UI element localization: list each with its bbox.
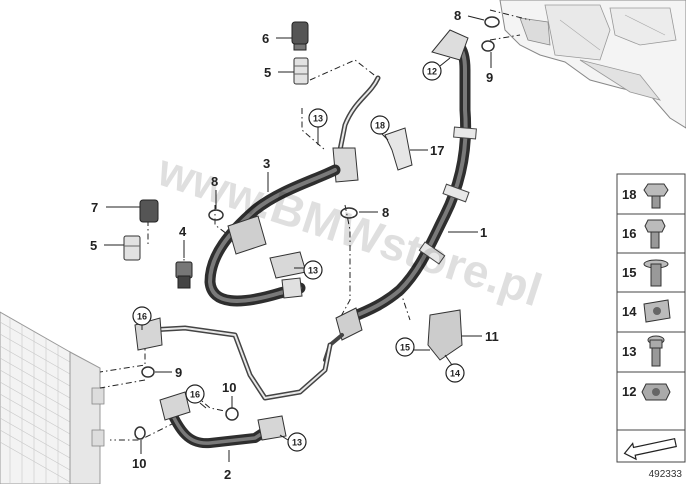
circled-13-mid[interactable]: 13 xyxy=(294,260,323,280)
circled-12[interactable]: 12 xyxy=(422,57,451,81)
callout-9-top[interactable]: 9 xyxy=(486,70,493,85)
svg-text:13: 13 xyxy=(292,438,302,448)
panel-row-12[interactable]: 12 xyxy=(622,383,671,401)
svg-text:14: 14 xyxy=(622,304,637,319)
callout-10-bottom[interactable]: 10 xyxy=(132,456,146,471)
part-6-cap-top xyxy=(291,21,309,51)
callout-4[interactable]: 4 xyxy=(179,224,187,239)
svg-text:16: 16 xyxy=(622,226,636,241)
callout-11[interactable]: 11 xyxy=(485,329,499,344)
panel-row-13[interactable]: 13 xyxy=(622,335,665,367)
panel-row-16[interactable]: 16 xyxy=(622,219,666,249)
svg-text:13: 13 xyxy=(313,114,323,124)
svg-text:18: 18 xyxy=(375,121,385,131)
hvac-housing xyxy=(499,0,686,129)
panel-row-18[interactable]: 18 xyxy=(622,183,669,209)
part-3-hose xyxy=(204,75,381,307)
callout-7[interactable]: 7 xyxy=(91,200,98,215)
o-rings xyxy=(134,16,500,440)
svg-text:15: 15 xyxy=(400,343,410,353)
part-7-cap-left xyxy=(139,199,159,223)
fastener-panel: 18 16 15 14 13 12 xyxy=(616,173,686,463)
callout-10-mid[interactable]: 10 xyxy=(222,380,236,395)
callout-1[interactable]: 1 xyxy=(480,225,487,240)
arrow-icon xyxy=(623,437,677,461)
circled-references: 12 13 13 13 14 15 16 xyxy=(132,57,465,452)
callout-17[interactable]: 17 xyxy=(430,143,444,158)
part-11-bracket xyxy=(427,309,463,361)
callout-2[interactable]: 2 xyxy=(224,467,231,482)
svg-text:16: 16 xyxy=(190,390,200,400)
svg-text:15: 15 xyxy=(622,265,636,280)
callout-5-top[interactable]: 5 xyxy=(264,65,271,80)
callouts: 1 2 3 4 5 5 6 7 8 8 8 9 9 10 10 11 17 xyxy=(90,8,499,482)
part-5-valve-left xyxy=(123,235,141,261)
panel-row-14[interactable]: 14 xyxy=(622,299,671,323)
part-17-bracket xyxy=(384,127,413,171)
svg-text:18: 18 xyxy=(622,187,636,202)
circled-14[interactable]: 14 xyxy=(444,354,465,383)
callout-8-right[interactable]: 8 xyxy=(382,205,389,220)
callout-8-top[interactable]: 8 xyxy=(454,8,461,23)
svg-text:13: 13 xyxy=(622,344,636,359)
circled-16-lower[interactable]: 16 xyxy=(185,384,207,409)
circled-13-top[interactable]: 13 xyxy=(308,108,328,145)
circled-13-bottom[interactable]: 13 xyxy=(279,432,307,452)
callout-3[interactable]: 3 xyxy=(263,156,270,171)
circled-15[interactable]: 15 xyxy=(395,337,430,357)
svg-text:14: 14 xyxy=(450,369,460,379)
callout-6[interactable]: 6 xyxy=(262,31,269,46)
svg-text:12: 12 xyxy=(622,384,636,399)
callout-5-left[interactable]: 5 xyxy=(90,238,97,253)
diagram-number: 492333 xyxy=(649,469,683,480)
circled-16-upper[interactable]: 16 xyxy=(132,306,152,330)
part-5-valve-top xyxy=(293,57,309,85)
svg-text:12: 12 xyxy=(427,67,437,77)
callout-8-left[interactable]: 8 xyxy=(211,174,218,189)
svg-text:13: 13 xyxy=(308,266,318,276)
callout-9-left[interactable]: 9 xyxy=(175,365,182,380)
part-1-suction-hose xyxy=(323,29,477,362)
panel-row-15[interactable]: 15 xyxy=(622,259,669,287)
condenser xyxy=(0,311,105,484)
circled-18[interactable]: 18 xyxy=(370,115,390,141)
part-4-pressure-sensor xyxy=(175,261,193,289)
svg-text:16: 16 xyxy=(137,312,147,322)
part-2-pipe xyxy=(134,317,333,449)
